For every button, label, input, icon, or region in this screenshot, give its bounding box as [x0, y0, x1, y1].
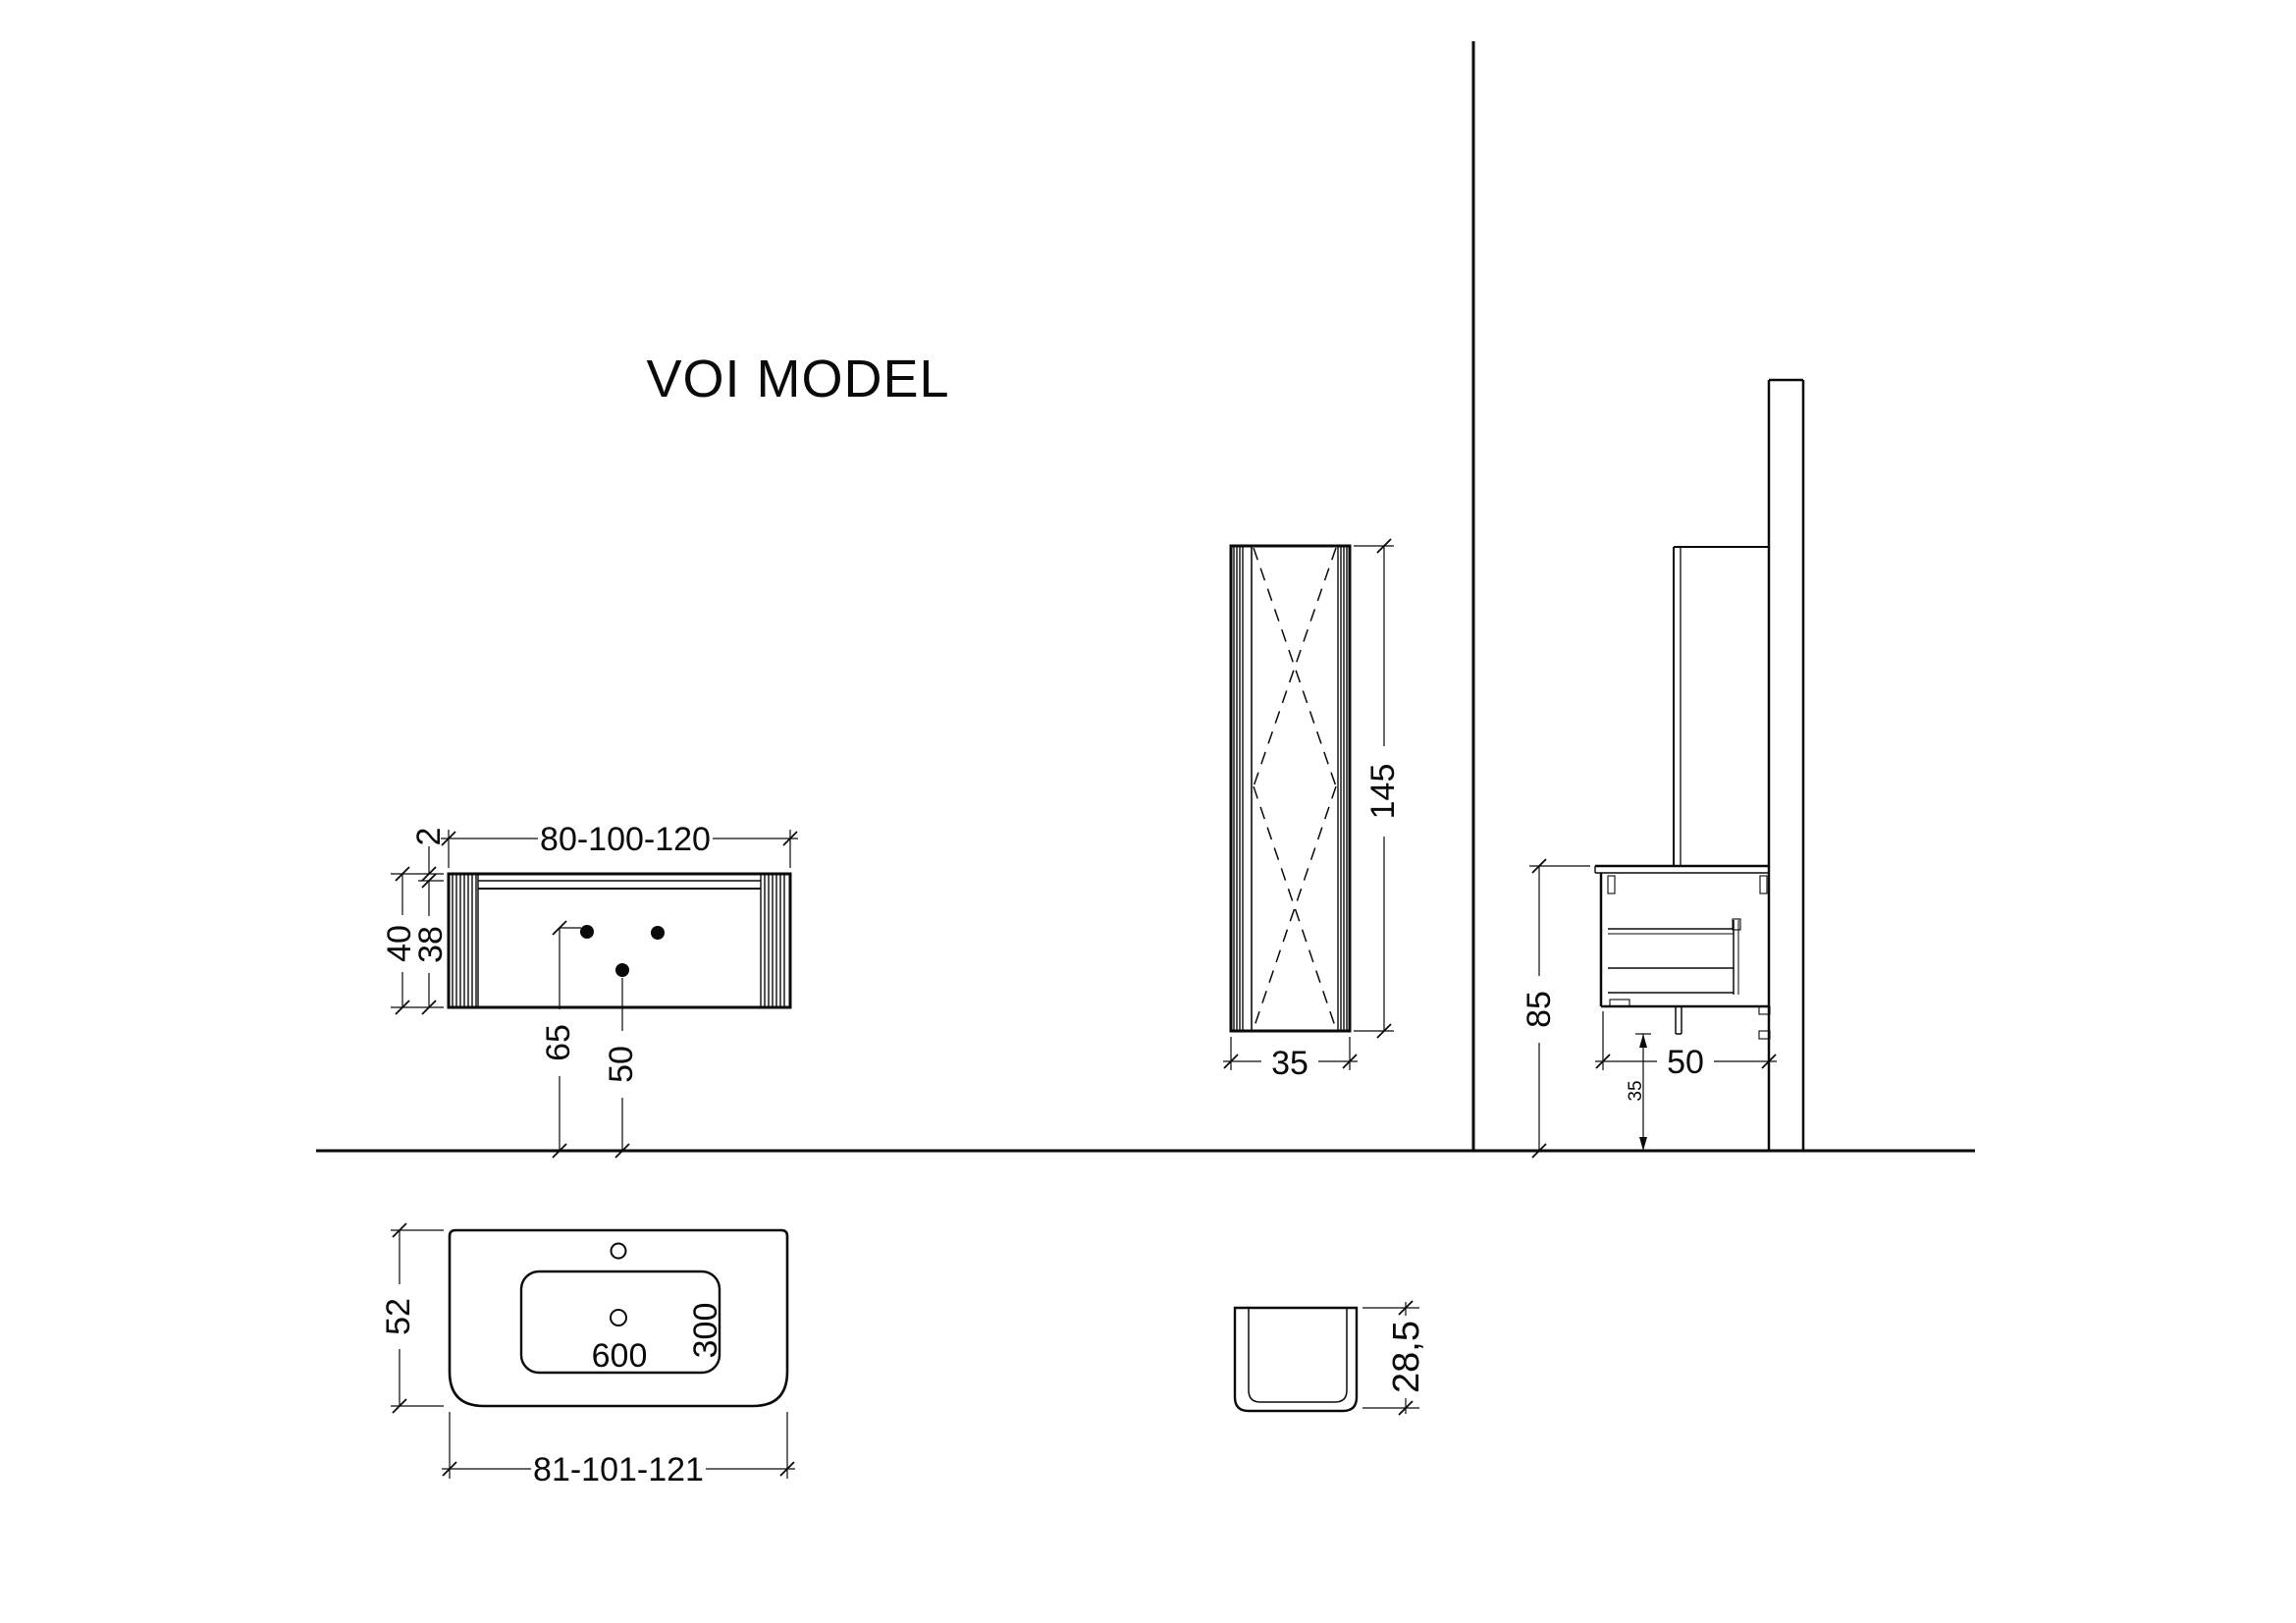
vanity-front-left-hatch	[452, 874, 479, 1007]
dim-label-tall-width: 35	[1271, 1045, 1308, 1082]
dim-label-bowl-depth: 300	[687, 1303, 724, 1359]
hole-center	[615, 963, 629, 977]
rear-bracket	[1759, 875, 1768, 894]
dim-label-side-holes-height: 65	[540, 1024, 577, 1061]
front-bracket	[1607, 875, 1616, 894]
dim-label-profile-height: 28,5	[1386, 1321, 1427, 1393]
wall-fixing-bracket-upper	[1758, 1005, 1771, 1015]
dim-tick	[441, 831, 456, 846]
vanity-front-right-hatch	[760, 874, 785, 1007]
basin-top-view	[448, 1228, 789, 1408]
basin-profile-outline	[1233, 1306, 1359, 1413]
tall-cabinet-right-hatch	[1337, 546, 1348, 1031]
tall-cabinet-front-view	[1229, 544, 1352, 1033]
overflow-hole	[610, 1309, 627, 1326]
dim-tick	[782, 831, 798, 846]
countertop-side	[1594, 864, 1769, 874]
basin-profile-view	[1233, 1306, 1359, 1413]
drawing-title: VOI MODEL	[646, 350, 949, 408]
side-view-dimensions	[1529, 858, 1777, 1159]
vanity-front-dimensions	[391, 830, 798, 1159]
arrow-down	[1639, 1137, 1647, 1151]
tall-cabinet-outline	[1229, 544, 1352, 1033]
basin-profile-dimensions	[1362, 1300, 1419, 1416]
faucet-hole	[610, 1242, 627, 1260]
dim-label-total-height: 40	[381, 925, 418, 962]
basin-profile-inner	[1248, 1308, 1348, 1403]
tall-cabinet-dimensions	[1223, 538, 1394, 1070]
dim-label-width: 80-100-120	[540, 821, 711, 858]
wall-fixing-bracket-lower	[1758, 1030, 1771, 1040]
basin-top-dimensions	[391, 1222, 795, 1479]
drain-pipe-side	[1675, 1006, 1682, 1035]
vanity-body-side	[1599, 873, 1771, 1040]
side-view	[1594, 378, 1805, 1151]
tall-cabinet-left-hatch	[1233, 546, 1244, 1031]
bottom-front-foot	[1609, 999, 1630, 1007]
dim-label-drain-height: 35	[1626, 1080, 1646, 1101]
dim-label-tall-height: 145	[1364, 764, 1402, 820]
dim-label-bowl-width: 600	[592, 1337, 648, 1375]
dim-label-basin-width: 81-101-121	[533, 1451, 704, 1488]
dim-label-countertop-thickness: 2	[410, 828, 448, 846]
hole-right	[651, 926, 665, 940]
upper-box-side	[1673, 546, 1769, 866]
vanity-front-view	[447, 872, 792, 1009]
dim-label-body-height: 38	[412, 926, 450, 963]
dim-label-center-hole-height: 50	[603, 1046, 640, 1083]
vanity-front-outline	[447, 872, 792, 1009]
arrow-up	[1639, 1034, 1647, 1048]
dim-label-basin-depth: 52	[380, 1298, 417, 1335]
dim-label-depth: 50	[1667, 1044, 1704, 1081]
hole-left	[580, 925, 594, 939]
dim-label-worktop-height: 85	[1521, 991, 1558, 1028]
drawer-back-flange	[1732, 918, 1741, 931]
